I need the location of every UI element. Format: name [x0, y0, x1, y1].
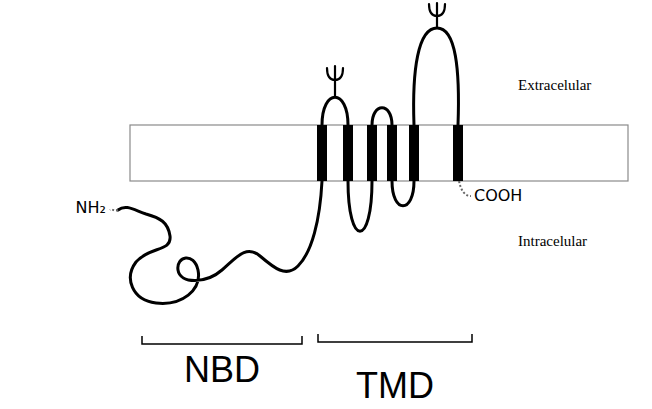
tm-helix — [367, 125, 377, 181]
membrane — [130, 125, 628, 181]
tm-helix — [387, 125, 397, 181]
extracellular-loop — [414, 28, 459, 125]
domain-bracket — [318, 334, 472, 342]
region-label: Extracelular — [518, 77, 591, 94]
polypeptide-chain — [118, 28, 458, 303]
terminus-label: COOH — [474, 187, 522, 205]
intracellular-loop — [348, 181, 372, 231]
region-label: Intracelular — [518, 233, 587, 250]
tm-helix — [317, 125, 327, 181]
glycosylation-symbol — [327, 66, 343, 97]
domain-bracket — [142, 336, 302, 344]
tm-helix — [343, 125, 353, 181]
glycosylation-symbol — [429, 3, 445, 28]
extracellular-loop — [322, 97, 348, 125]
nbd-chain — [118, 181, 322, 303]
c-terminus — [459, 181, 471, 196]
tm-helix — [453, 125, 463, 181]
domain-label: TMD — [356, 366, 434, 406]
n-terminus — [110, 209, 118, 210]
extracellular-loop — [372, 108, 392, 125]
terminus-label: NH₂ — [76, 199, 106, 217]
tm-helix — [409, 125, 419, 181]
intracellular-loop — [392, 181, 414, 206]
transmembrane-segments — [317, 125, 463, 181]
domain-label: NBD — [184, 350, 260, 390]
